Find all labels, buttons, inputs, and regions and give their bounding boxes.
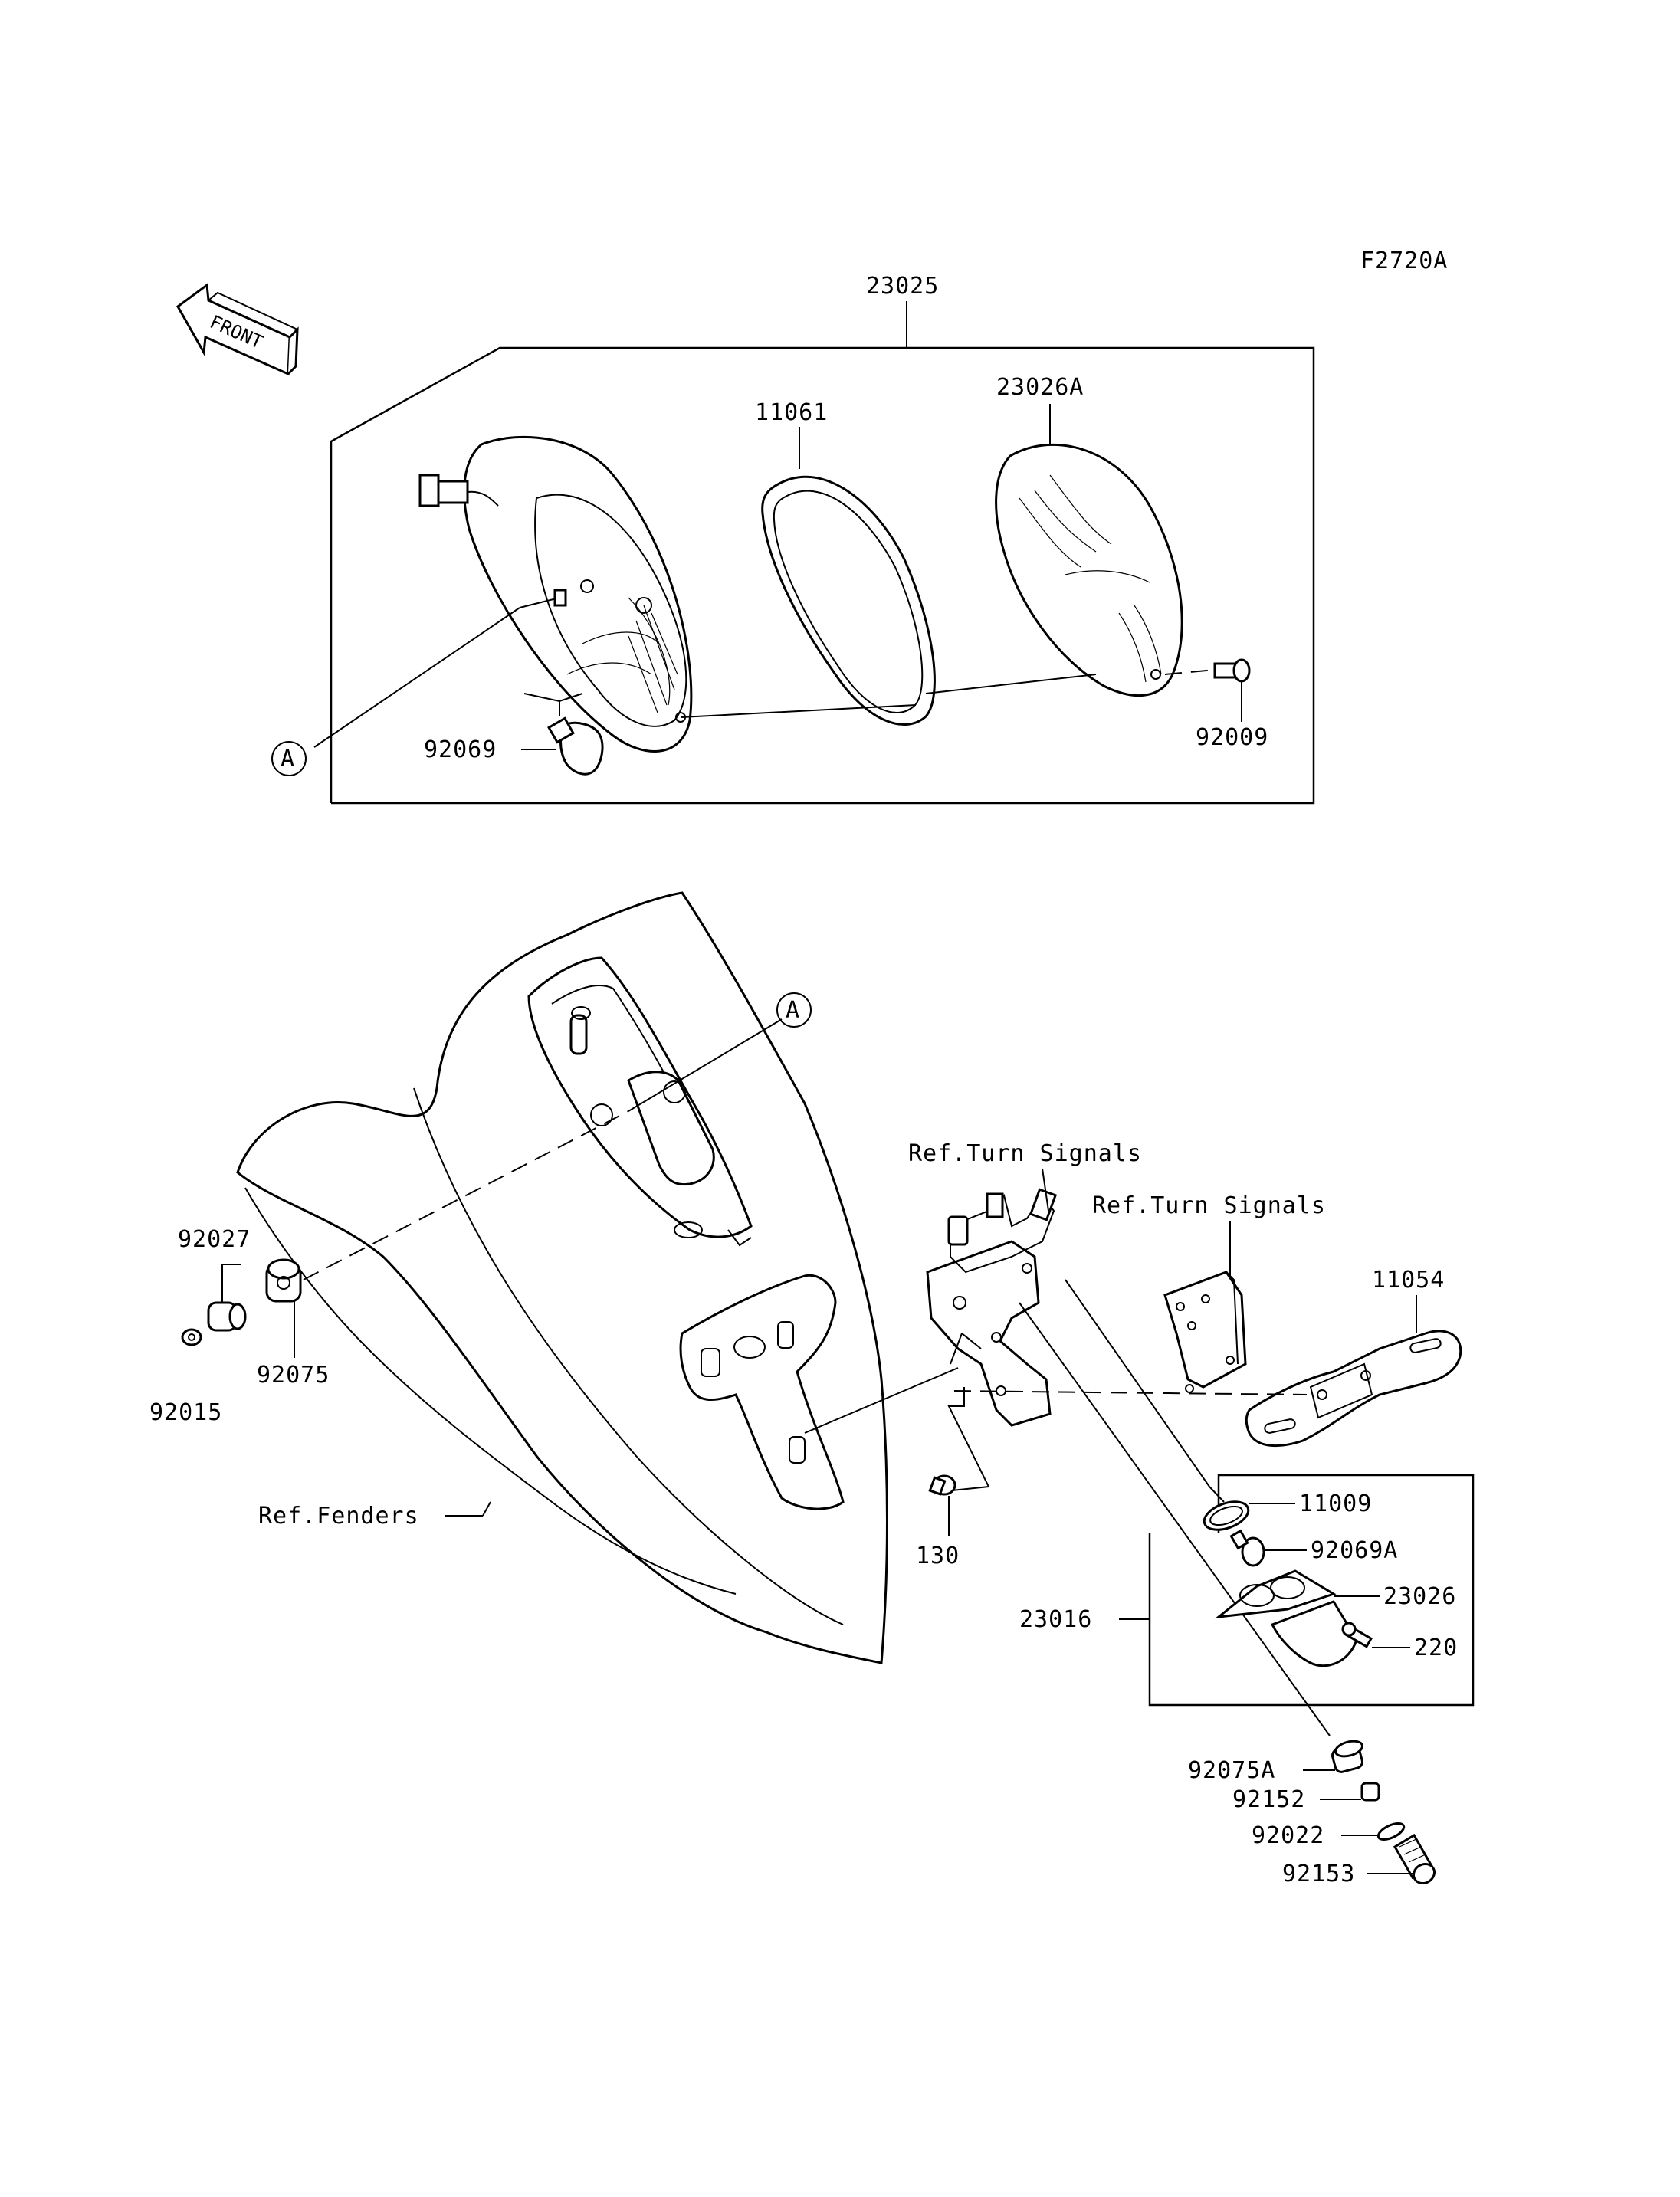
lamp-23026: 23026: [1215, 1569, 1456, 1667]
ref-turn-signals-1: Ref.Turn Signals: [908, 1140, 1142, 1212]
figure-code: F2720A: [1360, 248, 1448, 274]
reference-marker-a-upper: A: [271, 741, 307, 776]
label-11009: 11009: [1299, 1490, 1372, 1517]
gasket-11009: 11009: [1203, 1490, 1372, 1531]
label-92027: 92027: [178, 1226, 251, 1253]
collar-92152: 92152: [1232, 1782, 1380, 1813]
bulb-92069: 92069: [424, 693, 604, 776]
bulb-92069A: 92069A: [1229, 1529, 1398, 1567]
svg-text:Ref.Turn Signals: Ref.Turn Signals: [908, 1140, 1142, 1167]
label-23026A: 23026A: [996, 374, 1084, 401]
label-23025: 23025: [866, 273, 939, 300]
label-23016: 23016: [1019, 1606, 1092, 1633]
reference-marker-a-lower: A: [776, 992, 812, 1028]
label-92069A: 92069A: [1311, 1537, 1398, 1564]
washer-92022: 92022: [1252, 1822, 1406, 1849]
license-lamp-box: 23016: [1019, 1474, 1475, 1707]
label-92153: 92153: [1282, 1861, 1355, 1887]
screw-220: 220: [1341, 1622, 1458, 1661]
tail-lamp-assembly-box: 23025: [330, 273, 1315, 805]
label-92069: 92069: [424, 736, 497, 763]
damper-92075: 92075: [257, 1258, 330, 1389]
label-23026: 23026: [1383, 1583, 1456, 1610]
nut-92015: 92015: [149, 1328, 222, 1426]
svg-text:A: A: [786, 997, 800, 1024]
label-92015: 92015: [149, 1399, 222, 1426]
svg-text:A: A: [281, 746, 295, 772]
screw-92009: 92009: [1164, 658, 1268, 751]
label-92075A: 92075A: [1188, 1757, 1275, 1784]
turn-signal-bracket: [926, 1188, 1058, 1427]
ref-fenders: Ref.Fenders: [258, 1501, 491, 1530]
label-11061: 11061: [755, 399, 828, 426]
lens-23026A: 23026A: [995, 374, 1183, 697]
svg-text:Ref.Fenders: Ref.Fenders: [258, 1503, 419, 1530]
bracket-11054: 11054: [1245, 1267, 1462, 1448]
gasket-11061: 11061: [755, 399, 936, 726]
label-92009: 92009: [1196, 724, 1268, 751]
bolt-130: 130: [916, 1387, 990, 1569]
rear-fender: [236, 891, 888, 1664]
damper-92075A: 92075A: [1188, 1740, 1364, 1784]
label-92022: 92022: [1252, 1822, 1324, 1849]
label-92152: 92152: [1232, 1786, 1305, 1813]
collar-92027: 92027: [178, 1226, 251, 1332]
svg-text:Ref.Turn Signals: Ref.Turn Signals: [1092, 1192, 1326, 1219]
label-92075: 92075: [257, 1362, 330, 1389]
bolt-92153: 92153: [1282, 1833, 1436, 1887]
ref-turn-signals-2: Ref.Turn Signals: [1092, 1192, 1326, 1393]
front-arrow-icon: FRONT: [176, 283, 299, 376]
label-130: 130: [916, 1543, 960, 1569]
label-220: 220: [1414, 1635, 1458, 1661]
label-11054: 11054: [1372, 1267, 1445, 1294]
tail-lamp-housing: [418, 435, 693, 753]
